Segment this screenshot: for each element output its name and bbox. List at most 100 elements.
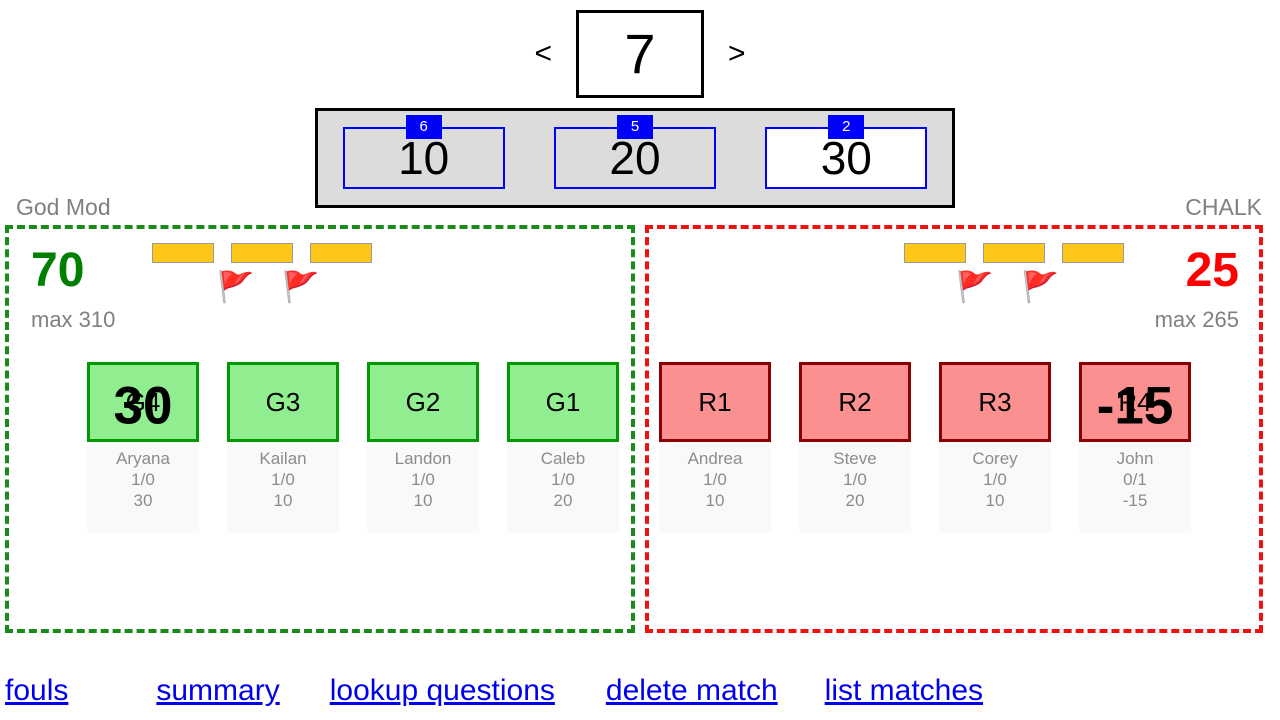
player-name: Aryana bbox=[116, 449, 170, 468]
player-info[interactable]: Andrea 1/0 10 bbox=[659, 442, 771, 533]
value-selector-strip: 6 10 5 20 2 30 bbox=[315, 108, 955, 208]
team-max-score-left: max 310 bbox=[31, 307, 116, 332]
player-info[interactable]: Steve 1/0 20 bbox=[799, 442, 911, 533]
value-count-badge: 2 bbox=[828, 115, 865, 139]
player-slot-r3[interactable]: R3 bbox=[939, 362, 1051, 442]
player-info[interactable]: Caleb 1/0 20 bbox=[507, 442, 619, 533]
player-record: 1/0 bbox=[703, 470, 727, 489]
team-max-score-right: max 265 bbox=[1154, 307, 1239, 332]
player-slot-label: G3 bbox=[265, 387, 301, 417]
player-slot-g4[interactable]: G4 30 bbox=[87, 362, 199, 442]
previous-round-button[interactable]: < bbox=[534, 37, 552, 70]
team-score-left: 70 bbox=[31, 244, 85, 297]
player-slot-g1[interactable]: G1 bbox=[507, 362, 619, 442]
delete-match-link[interactable]: delete match bbox=[605, 674, 778, 707]
player-name: Kailan bbox=[259, 449, 307, 468]
player-slot-label: G2 bbox=[405, 387, 441, 417]
player-points: 20 bbox=[553, 491, 573, 510]
player-slot-r2[interactable]: R2 bbox=[799, 362, 911, 442]
player-slot-label: R4 bbox=[1118, 387, 1152, 417]
player-column: R4 -15 John 0/1 -15 bbox=[1079, 362, 1191, 533]
player-column: G1 Caleb 1/0 20 bbox=[507, 362, 619, 533]
player-record: 1/0 bbox=[983, 470, 1007, 489]
player-record: 1/0 bbox=[131, 470, 155, 489]
value-count-badge: 6 bbox=[405, 115, 442, 139]
player-column: G3 Kailan 1/0 10 bbox=[227, 362, 339, 533]
player-name: Andrea bbox=[687, 449, 743, 468]
player-info[interactable]: Landon 1/0 10 bbox=[367, 442, 479, 533]
summary-link[interactable]: summary bbox=[156, 674, 280, 707]
player-column: R1 Andrea 1/0 10 bbox=[659, 362, 771, 533]
yellow-card-row-left bbox=[152, 243, 372, 263]
round-navigator: < 7 > bbox=[0, 10, 1280, 98]
player-slot-label: R2 bbox=[838, 387, 872, 417]
red-flag-icon[interactable]: 🚩 bbox=[217, 271, 255, 304]
player-record: 1/0 bbox=[411, 470, 435, 489]
red-flag-row-left: 🚩 🚩 bbox=[217, 273, 320, 303]
player-points: 10 bbox=[273, 491, 293, 510]
red-flag-icon[interactable]: 🚩 bbox=[1021, 271, 1059, 304]
player-name: John bbox=[1116, 449, 1154, 468]
player-name: Corey bbox=[972, 449, 1018, 468]
value-option-20[interactable]: 5 20 bbox=[553, 115, 716, 189]
value-option-30[interactable]: 2 30 bbox=[765, 115, 928, 189]
value-count-badge: 5 bbox=[616, 115, 653, 139]
current-round-box[interactable]: 7 bbox=[576, 10, 704, 98]
red-flag-icon[interactable]: 🚩 bbox=[956, 271, 994, 304]
team-panel-left: 70 max 310 🚩 🚩 G4 30 Aryana 1/0 30 G3 bbox=[5, 225, 635, 633]
yellow-card-icon[interactable] bbox=[1062, 243, 1124, 263]
player-slot-label: G1 bbox=[545, 387, 581, 417]
player-column: R3 Corey 1/0 10 bbox=[939, 362, 1051, 533]
player-slot-label: R3 bbox=[978, 387, 1012, 417]
player-info[interactable]: Corey 1/0 10 bbox=[939, 442, 1051, 533]
player-slot-label: G4 bbox=[125, 387, 161, 417]
player-grid-left: G4 30 Aryana 1/0 30 G3 Kailan 1/0 10 G2 bbox=[87, 362, 619, 533]
fouls-link[interactable]: fouls bbox=[5, 674, 69, 707]
player-points: 10 bbox=[705, 491, 725, 510]
player-name: Caleb bbox=[540, 449, 586, 468]
player-info[interactable]: Aryana 1/0 30 bbox=[87, 442, 199, 533]
red-flag-icon[interactable]: 🚩 bbox=[282, 271, 320, 304]
action-link-bar: fouls summary lookup questions delete ma… bbox=[0, 676, 1280, 706]
red-flag-row-right: 🚩 🚩 bbox=[956, 273, 1059, 303]
player-name: Steve bbox=[833, 449, 877, 468]
player-points: 20 bbox=[845, 491, 865, 510]
player-points: 30 bbox=[133, 491, 153, 510]
player-record: 1/0 bbox=[271, 470, 295, 489]
value-option-label: 10 bbox=[398, 132, 450, 184]
player-slot-label: R1 bbox=[698, 387, 732, 417]
player-slot-r4[interactable]: R4 -15 bbox=[1079, 362, 1191, 442]
player-points: -15 bbox=[1122, 491, 1148, 510]
player-points: 10 bbox=[985, 491, 1005, 510]
yellow-card-row-right bbox=[904, 243, 1124, 263]
team-score-right: 25 bbox=[1185, 244, 1239, 297]
value-option-label: 20 bbox=[609, 132, 661, 184]
player-info[interactable]: John 0/1 -15 bbox=[1079, 442, 1191, 533]
player-slot-r1[interactable]: R1 bbox=[659, 362, 771, 442]
player-record: 1/0 bbox=[843, 470, 867, 489]
yellow-card-icon[interactable] bbox=[904, 243, 966, 263]
team-name-right: CHALK bbox=[1185, 194, 1262, 220]
player-slot-g2[interactable]: G2 bbox=[367, 362, 479, 442]
yellow-card-icon[interactable] bbox=[310, 243, 372, 263]
player-points: 10 bbox=[413, 491, 433, 510]
list-matches-link[interactable]: list matches bbox=[824, 674, 984, 707]
player-record: 1/0 bbox=[551, 470, 575, 489]
value-option-10[interactable]: 6 10 bbox=[342, 115, 505, 189]
player-record: 0/1 bbox=[1123, 470, 1147, 489]
lookup-questions-link[interactable]: lookup questions bbox=[329, 674, 555, 707]
player-grid-right: R1 Andrea 1/0 10 R2 Steve 1/0 20 R3 bbox=[659, 362, 1191, 533]
team-name-left: God Mod bbox=[16, 194, 111, 220]
player-column: R2 Steve 1/0 20 bbox=[799, 362, 911, 533]
player-column: G4 30 Aryana 1/0 30 bbox=[87, 362, 199, 533]
yellow-card-icon[interactable] bbox=[983, 243, 1045, 263]
player-name: Landon bbox=[394, 449, 452, 468]
next-round-button[interactable]: > bbox=[728, 37, 746, 70]
player-slot-g3[interactable]: G3 bbox=[227, 362, 339, 442]
team-panel-right: 25 max 265 🚩 🚩 R1 Andrea 1/0 10 R2 bbox=[645, 225, 1263, 633]
yellow-card-icon[interactable] bbox=[231, 243, 293, 263]
value-option-label: 30 bbox=[820, 132, 872, 184]
player-column: G2 Landon 1/0 10 bbox=[367, 362, 479, 533]
player-info[interactable]: Kailan 1/0 10 bbox=[227, 442, 339, 533]
yellow-card-icon[interactable] bbox=[152, 243, 214, 263]
